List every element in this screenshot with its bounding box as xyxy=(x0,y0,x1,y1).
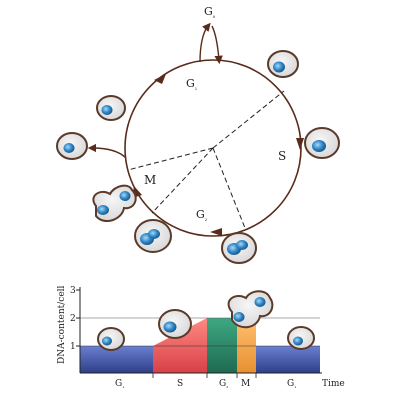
arrow-head-s xyxy=(296,138,304,150)
nucleus xyxy=(254,297,266,307)
nucleus xyxy=(163,321,177,333)
g1-sub: ₁ xyxy=(195,85,197,92)
y-axis-label: DNA-content/cell xyxy=(57,285,67,364)
exit-arrow xyxy=(87,143,127,159)
area-g2 xyxy=(207,318,237,373)
nucleus xyxy=(101,105,113,115)
arrow-head-g1 xyxy=(154,74,166,84)
g1-label: G xyxy=(186,77,195,90)
area-m xyxy=(237,318,256,373)
nucleus xyxy=(273,61,285,73)
m-label: M xyxy=(144,173,156,187)
ytick-2: 2 xyxy=(70,314,76,324)
phase-label-g2: G xyxy=(219,379,226,389)
divider-m-g1 xyxy=(127,147,214,171)
area-s xyxy=(153,318,207,373)
nucleus xyxy=(63,143,75,153)
g2-sub: ₂ xyxy=(205,216,208,223)
g0-label: G xyxy=(204,5,213,18)
arrow-head-g2 xyxy=(210,228,222,236)
cell-left-top xyxy=(96,95,126,121)
cell-bottom xyxy=(134,219,172,253)
nucleus xyxy=(312,140,326,152)
nucleus xyxy=(233,312,245,322)
phase-label-g1a: G xyxy=(115,379,122,389)
svg-text:G₂: G₂ xyxy=(219,379,228,390)
g0-sub: ₀ xyxy=(213,13,216,20)
cell-left-exit xyxy=(56,132,88,160)
s-label: S xyxy=(278,149,286,163)
phase-dividers xyxy=(127,90,285,229)
chart-cell-g1b xyxy=(287,326,315,350)
divider-s-g2 xyxy=(212,147,246,229)
nucleus xyxy=(119,191,131,201)
phase-labels: G₀ G₁ S G₂ M xyxy=(144,5,286,223)
cell-right xyxy=(304,127,340,159)
phase-label-g1b: G xyxy=(287,379,294,389)
divider-g1-s xyxy=(212,90,285,149)
svg-text:G₀: G₀ xyxy=(204,5,216,20)
x-axis-label: Time xyxy=(322,379,345,389)
cycle-ring xyxy=(124,59,302,237)
svg-text:G₂: G₂ xyxy=(196,208,208,223)
chart-cell-s xyxy=(158,309,192,339)
divider-g2-m xyxy=(151,147,214,214)
area-g1-first xyxy=(80,346,153,373)
svg-text:G₁: G₁ xyxy=(186,77,197,92)
g2-label: G xyxy=(196,208,205,221)
nucleus xyxy=(293,336,303,346)
area-g1-second xyxy=(256,346,320,373)
chart-cell-g1 xyxy=(97,327,125,351)
ytick-3: 3 xyxy=(70,286,76,296)
nucleus xyxy=(102,336,112,346)
svg-text:G₁: G₁ xyxy=(115,379,124,390)
phase-label-m: M xyxy=(241,379,250,389)
chart-cell-dividing xyxy=(227,290,274,329)
nucleus xyxy=(97,205,109,215)
cell-top-right xyxy=(267,50,299,78)
cell-bottom-right xyxy=(221,232,257,264)
cell-dividing xyxy=(92,184,137,223)
phase-label-s: S xyxy=(177,379,183,389)
nucleus xyxy=(236,240,248,250)
nucleus xyxy=(148,229,160,239)
dna-chart: 1 2 3 DNA-content/cell G₁ S G₂ M G₁ Time xyxy=(57,285,345,390)
svg-text:G₁: G₁ xyxy=(287,379,296,390)
g0-loop xyxy=(199,22,223,65)
ytick-1: 1 xyxy=(70,342,76,352)
